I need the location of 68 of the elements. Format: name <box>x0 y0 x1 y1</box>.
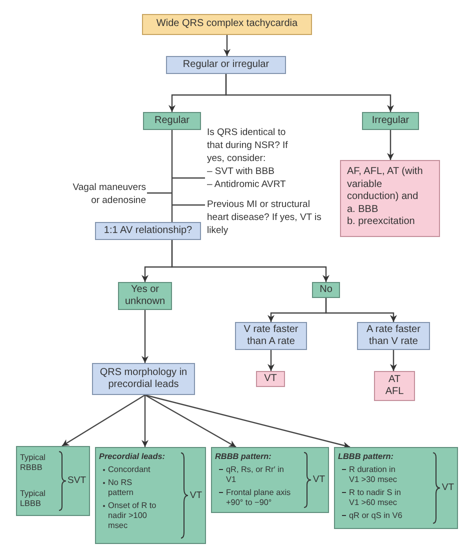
arrow <box>142 310 148 363</box>
box-text: VT <box>264 372 277 386</box>
arrow <box>144 394 236 448</box>
box-text: a. BBB <box>347 204 378 216</box>
flow-box <box>166 56 286 74</box>
note-text: – SVT with BBB <box>207 165 276 178</box>
criterion-text: Typical RBBB <box>20 453 46 473</box>
arrow <box>225 74 394 112</box>
arrow <box>142 395 148 447</box>
arrow <box>62 394 146 447</box>
criterion-text: Frontal plane axis +90° to −90° <box>226 488 292 508</box>
criterion-text: No RS pattern <box>108 478 134 498</box>
arrow <box>224 35 230 56</box>
flow-box <box>92 363 195 395</box>
flow-box <box>118 282 172 310</box>
leader-line <box>172 177 205 179</box>
result-box <box>340 160 440 237</box>
result-text: SVT <box>68 476 86 486</box>
criterion-text: Typical LBBB <box>20 489 46 509</box>
box-heading: LBBB pattern: <box>338 452 394 462</box>
result-text: VT <box>312 475 325 485</box>
box-heading: Precordial leads: <box>99 452 166 462</box>
arrow <box>325 298 397 322</box>
box-text: Yes or unknown <box>124 284 166 308</box>
leader-line <box>172 204 205 206</box>
box-text: A rate faster than V rate <box>366 324 422 348</box>
result-text: VT <box>190 490 202 500</box>
criterion-text: Onset of R to nadir >100 msec <box>108 501 158 531</box>
note-text: Previous MI or structural heart disease? If yes, VT is likely <box>207 198 322 237</box>
flow-box <box>362 112 419 130</box>
result-text: VT <box>442 483 454 493</box>
note-text: Vagal maneuvers or adenosine <box>72 181 146 207</box>
box-text: Irregular <box>372 114 410 128</box>
flow-box <box>256 371 285 387</box>
box-heading: RBBB pattern: <box>215 452 272 462</box>
flow-box <box>95 222 201 240</box>
box-text: AT AFL <box>384 374 405 398</box>
note-text: Is QRS identical to that during NSR? If yes, consider: <box>207 126 289 165</box>
box-text: Regular or irregular <box>182 58 270 72</box>
leader-line <box>147 192 172 194</box>
box-text: b. preexcitation <box>347 216 415 228</box>
criteria-box <box>334 447 458 529</box>
criterion-text: qR or qS in V6 <box>349 511 402 521</box>
box-text: V rate faster than A rate <box>242 324 300 348</box>
flow-box <box>142 14 312 35</box>
flow-box <box>143 112 201 130</box>
criterion-text: Concordant <box>108 465 150 475</box>
arrow <box>390 350 397 371</box>
criteria-box <box>211 447 329 513</box>
criterion-text: qR, Rs, or Rr′ in V1 <box>226 465 285 485</box>
box-text: No <box>320 284 332 296</box>
arrow <box>171 240 330 282</box>
flow-box <box>235 322 307 350</box>
criteria-box <box>95 447 206 544</box>
arrow <box>268 350 274 371</box>
box-text: Wide QRS complex tachycardia <box>156 18 298 31</box>
box-text: QRS morphology in precordial leads <box>98 366 188 392</box>
criterion-text: R to nadir S in V1 >60 msec <box>349 488 402 508</box>
flow-box <box>374 371 415 401</box>
flow-box <box>357 322 430 350</box>
flow-box <box>312 282 340 298</box>
criteria-box <box>16 446 90 516</box>
note-text: – Antidromic AVRT <box>207 178 287 191</box>
box-text: 1:1 AV relationship? <box>104 224 192 238</box>
arrow <box>387 130 394 160</box>
box-text: Regular <box>154 114 190 128</box>
criterion-text: R duration in V1 >30 msec <box>349 465 398 485</box>
arrow <box>144 394 350 449</box>
